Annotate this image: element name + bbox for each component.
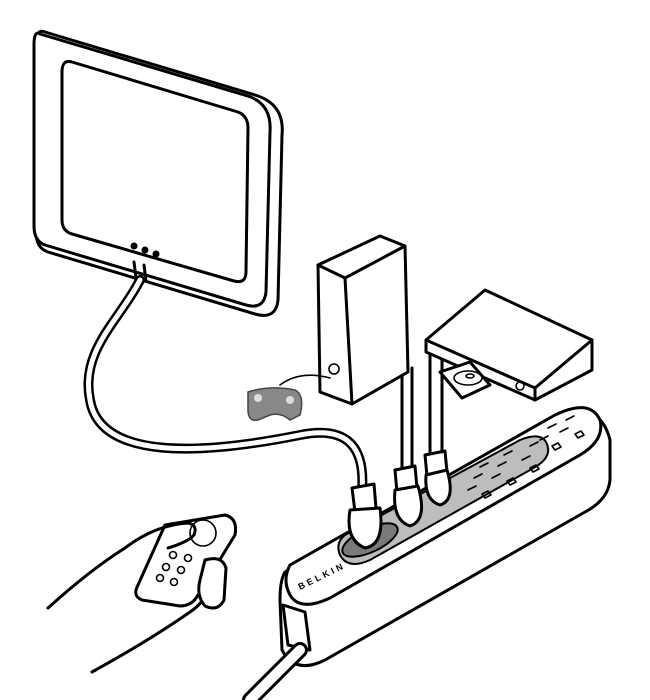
hand-icon [46, 521, 228, 674]
power-switch [281, 603, 312, 652]
power-strip: BELKIN [278, 406, 612, 668]
tv-icon [32, 29, 284, 317]
game-console-icon [316, 234, 410, 406]
plugs [347, 338, 452, 550]
remote-control-icon [134, 513, 237, 608]
game-controller-icon [247, 374, 331, 422]
dvd-player-icon [424, 288, 594, 402]
